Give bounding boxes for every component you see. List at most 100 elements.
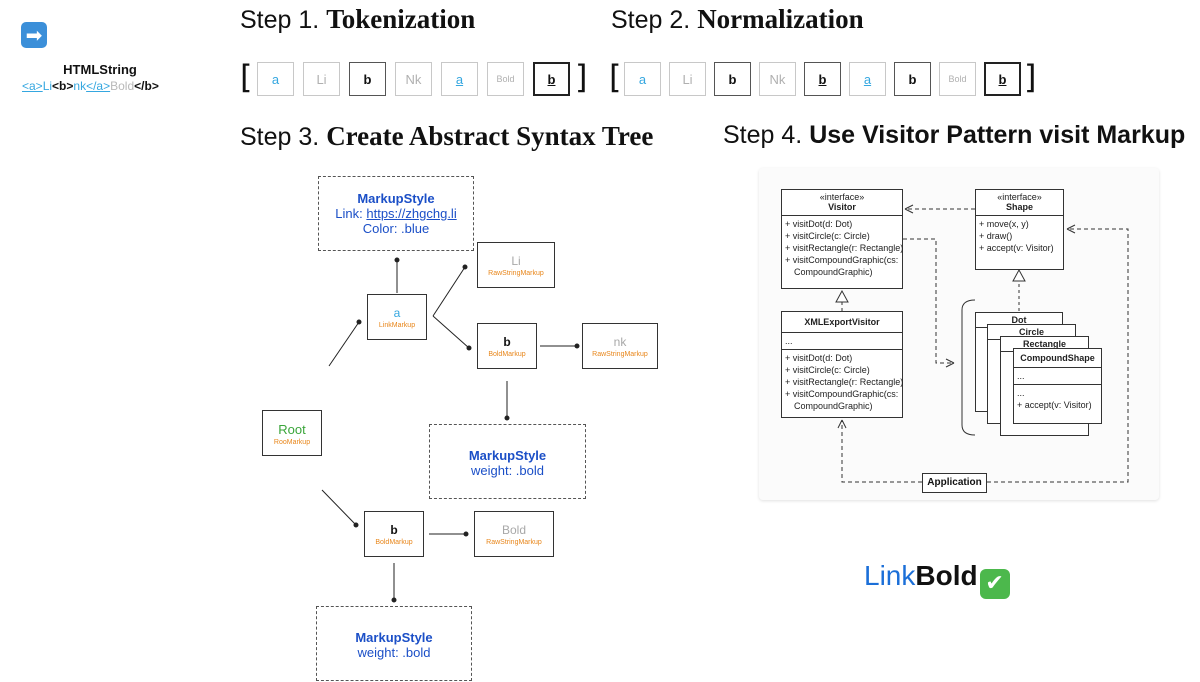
shape-method: + accept(v: Visitor): [979, 243, 1054, 253]
html-string-title: HTMLString: [63, 62, 137, 77]
style-link-url[interactable]: https://zhgchg.li: [366, 206, 457, 221]
xml-visitor-method: + visitDot(d: Dot): [785, 353, 853, 363]
uml-compound-shape-class: CompoundShape ... ... + accept(v: Visito…: [1013, 348, 1102, 424]
src-li: Li: [42, 79, 53, 93]
shape-stereotype: «interface»: [997, 192, 1042, 202]
node-li-label: Li: [511, 254, 521, 268]
result-link-text[interactable]: Link: [864, 560, 916, 591]
node-link-type: LinkMarkup: [378, 322, 416, 329]
visitor-method: + visitCompoundGraphic(cs:: [785, 255, 899, 265]
circle-name: Circle: [1018, 327, 1044, 337]
result-bold-text: Bold: [915, 560, 978, 591]
token-a-close: a: [441, 62, 478, 96]
style-link-title: MarkupStyle: [357, 191, 435, 206]
node-nk-label: nk: [613, 335, 627, 349]
edge-bold-nk-dot: [574, 343, 580, 349]
node-bold-2-label: b: [390, 523, 398, 537]
token-a-open: a: [257, 62, 294, 96]
tokens-close-bracket: ]: [575, 58, 588, 96]
style-link-row: Link: https://zhgchg.li: [319, 206, 473, 221]
xml-visitor-fields: ...: [785, 336, 793, 346]
normalized-close-bracket: ]: [1024, 58, 1037, 96]
step3-prefix: Step 3.: [240, 123, 320, 151]
xml-visitor-name: XMLExportVisitor: [804, 317, 880, 327]
uml-xml-export-visitor: XMLExportVisitor ... + visitDot(d: Dot) …: [781, 311, 903, 418]
step3-heading: Step 3. Create Abstract Syntax Tree: [240, 121, 653, 152]
uml-visitor-to-shapes-head: [945, 358, 955, 368]
node-root-label: Root: [278, 422, 306, 437]
uml-visitor-interface: «interface» Visitor + visitDot(d: Dot) +…: [781, 189, 903, 289]
arrow-right-icon: ➡: [21, 22, 47, 48]
node-nk-type: RawStringMarkup: [592, 351, 648, 358]
norm-token-a-close: a: [849, 62, 886, 96]
style-link-color: Color: .blue: [362, 221, 430, 236]
node-root: Root RooMarkup: [262, 410, 322, 456]
rectangle-name: Rectangle: [1022, 339, 1066, 349]
node-root-type: RooMarkup: [273, 439, 311, 446]
visitor-method: CompoundGraphic): [794, 267, 873, 277]
node-bold-1-label: b: [503, 335, 511, 349]
norm-token-b-reopen: b: [894, 62, 931, 96]
uml-xml-realizes-visitor-head: [835, 289, 849, 303]
step4-title: Use Visitor Pattern visit Markup: [809, 121, 1186, 149]
check-mark-icon: ✔: [979, 569, 1010, 599]
uml-shapes-realize-shape-head: [1012, 268, 1026, 282]
node-li: Li RawStringMarkup: [477, 242, 555, 288]
uml-app-to-shape: [987, 228, 1129, 483]
uml-shape-interface: «interface» Shape + move(x, y) + draw() …: [975, 189, 1064, 270]
step2-heading: Step 2. Normalization: [611, 4, 864, 35]
style-bold-2-title: MarkupStyle: [355, 630, 433, 645]
node-bold-text-type: RawStringMarkup: [486, 539, 542, 546]
norm-token-b: b: [714, 62, 751, 96]
edge-link-li: [432, 266, 466, 317]
node-link: a LinkMarkup: [367, 294, 427, 340]
style-bold-1-weight: weight: .bold: [471, 463, 544, 478]
edge-root-link: [328, 321, 360, 367]
uml-app-to-xml: [841, 420, 922, 483]
edge-root-bold2-dot: [353, 522, 359, 528]
edge-bold2-text-dot: [463, 531, 469, 537]
compound-shape-name: CompoundShape: [1020, 353, 1095, 363]
node-bold-text: Bold RawStringMarkup: [474, 511, 554, 557]
node-nk: nk RawStringMarkup: [582, 323, 658, 369]
node-link-label: a: [393, 306, 401, 320]
style-link-label: Link:: [335, 206, 367, 221]
node-bold-text-label: Bold: [501, 523, 527, 537]
shape-method: + draw(): [979, 231, 1013, 241]
node-bold-1-type: BoldMarkup: [488, 351, 526, 358]
compound-dots: ...: [1017, 388, 1025, 398]
uml-shapes-bracket: [961, 299, 976, 436]
dot-name: Dot: [1011, 315, 1027, 325]
norm-token-b-close: b: [804, 62, 841, 96]
shape-method: + move(x, y): [979, 219, 1029, 229]
style-bold-1-title: MarkupStyle: [468, 448, 547, 463]
xml-visitor-method: CompoundGraphic): [794, 401, 873, 411]
step1-title: Tokenization: [326, 4, 476, 34]
normalized-open-bracket: [: [609, 58, 622, 96]
step3-title: Create Abstract Syntax Tree: [326, 121, 654, 151]
norm-token-b-final: b: [984, 62, 1021, 96]
step1-prefix: Step 1.: [240, 6, 320, 34]
edge-link-li-dot: [462, 264, 468, 270]
step4-prefix: Step 4.: [723, 121, 803, 149]
token-b-close: b: [533, 62, 570, 96]
uml-application: Application: [922, 473, 987, 493]
markup-style-bold-box-2: MarkupStyle weight: .bold: [316, 606, 472, 681]
tokens-open-bracket: [: [240, 58, 253, 96]
style-bold-2-weight: weight: .bold: [357, 645, 431, 660]
edge-root-bold2: [321, 489, 357, 526]
token-b-open: b: [349, 62, 386, 96]
uml-shape-to-visitor-head: [904, 204, 914, 214]
edge-link-bold-dot: [466, 345, 472, 351]
node-bold-1: b BoldMarkup: [477, 323, 537, 369]
src-close-b: </b>: [134, 79, 159, 93]
visitor-method: + visitCircle(c: Circle): [785, 231, 870, 241]
token-li: Li: [303, 62, 340, 96]
visitor-stereotype: «interface»: [819, 192, 865, 202]
src-open-a: <a>: [22, 79, 43, 93]
visitor-method: + visitDot(d: Dot): [785, 219, 853, 229]
norm-token-a: a: [624, 62, 661, 96]
markup-style-bold-box-1: MarkupStyle weight: .bold: [429, 424, 586, 499]
token-nk: Nk: [395, 62, 432, 96]
